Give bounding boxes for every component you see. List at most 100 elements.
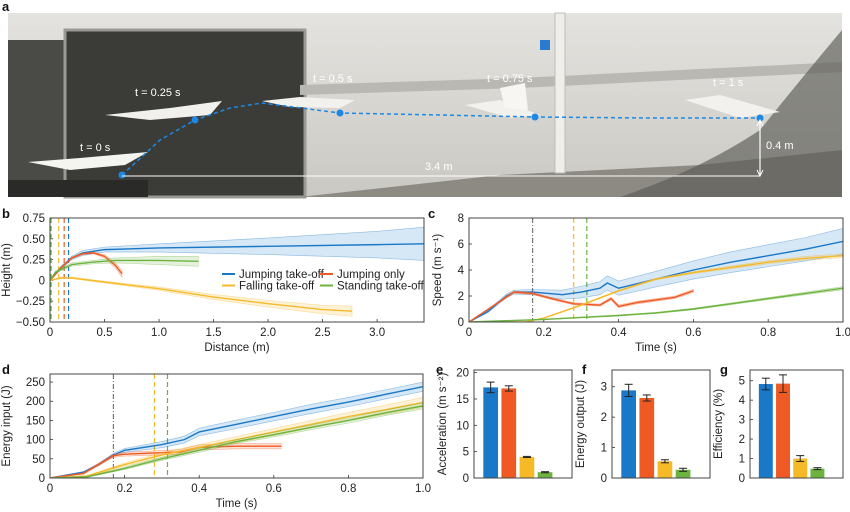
time-label-1: t = 1 s <box>713 77 744 89</box>
y-tick-label: 0 <box>601 473 607 485</box>
y-tick-label: 0.25 <box>23 255 45 267</box>
x-tick-label: 0.6 <box>266 483 282 495</box>
panel-label-g: g <box>720 362 728 377</box>
x-axis-label: Time (s) <box>216 498 258 510</box>
y-tick-label: 3 <box>739 415 745 427</box>
x-tick-label: 0.6 <box>685 327 701 339</box>
y-tick-label: 5 <box>463 447 469 459</box>
y-tick-label: 200 <box>26 396 45 408</box>
y-tick-label: 250 <box>26 377 45 389</box>
y-tick-label: 0 <box>458 317 464 329</box>
x-tick-label: 1.0 <box>415 483 431 495</box>
plot-area <box>469 218 843 322</box>
panel-label-d: d <box>2 362 10 377</box>
y-tick-label: −0.50 <box>16 317 45 329</box>
y-tick-label: 0 <box>739 473 745 485</box>
legend-label: Jumping only <box>337 269 405 281</box>
plot-frame <box>473 369 573 479</box>
y-tick-label: 6 <box>458 239 464 251</box>
y-axis-label: Energy output (J) <box>575 380 587 468</box>
bar-standing-take-off <box>537 472 553 478</box>
y-tick-label: 0 <box>39 275 45 287</box>
confidence-band <box>469 228 843 322</box>
panel-label-f: f <box>582 362 587 377</box>
y-axis-label: Energy input (J) <box>1 385 13 466</box>
y-tick-label: 100 <box>26 435 45 447</box>
plot-frame <box>49 373 424 479</box>
x-tick-label: 1.0 <box>151 327 167 339</box>
y-tick-label: −0.25 <box>16 296 45 308</box>
plot-area <box>50 218 424 322</box>
series-line-jumping-only <box>50 252 123 281</box>
plot-frame <box>468 217 844 323</box>
y-tick-label: 15 <box>456 394 469 406</box>
bar-jumping-take-off <box>621 390 637 478</box>
y-tick-label: 2 <box>739 434 745 446</box>
x-tick-label: 0 <box>47 483 53 495</box>
y-tick-label: 0.50 <box>23 234 45 246</box>
series-line-standing-take-off <box>50 259 199 281</box>
bar-standing-take-off <box>675 469 691 478</box>
y-axis-label: Efficiency (%) <box>713 389 725 459</box>
y-axis-label: Height (m) <box>1 243 13 297</box>
x-tick-label: 2.5 <box>315 327 331 339</box>
panel-label-c: c <box>428 206 435 221</box>
time-label-075: t = 0.75 s <box>487 73 533 85</box>
x-tick-label: 0.8 <box>760 327 776 339</box>
x-tick-label: 0.2 <box>536 327 552 339</box>
y-tick-label: 2 <box>458 291 464 303</box>
bar-falling-take-off <box>657 461 673 478</box>
y-tick-label: 3 <box>601 382 607 394</box>
panel-label-a: a <box>2 0 10 14</box>
plot-area <box>50 374 423 478</box>
height-label: 0.4 m <box>766 140 794 152</box>
panel-label-b: b <box>2 206 10 221</box>
x-tick-label: 0.4 <box>611 327 628 339</box>
y-tick-label: 8 <box>458 213 464 225</box>
bar-falling-take-off <box>519 456 535 478</box>
confidence-band <box>50 226 424 281</box>
y-tick-label: 0.75 <box>23 213 45 225</box>
y-tick-label: 1 <box>739 454 745 466</box>
x-tick-label: 0.4 <box>191 483 208 495</box>
legend-label: Falling take-off <box>239 281 315 293</box>
chart-f: 0 1 2 3 Energy output (J) <box>575 369 711 485</box>
series-line-falling-take-off <box>50 401 423 478</box>
time-label-0: t = 0 s <box>80 142 111 154</box>
plot-frame <box>49 217 425 323</box>
y-tick-label: 0 <box>463 473 469 485</box>
series-line-falling-take-off <box>50 277 353 312</box>
y-tick-label: 1 <box>601 443 607 455</box>
x-tick-label: 0 <box>47 327 53 339</box>
x-tick-label: 1.5 <box>206 327 222 339</box>
flight-photo: t = 0 s t = 0.25 s t = 0.5 s t = 0.75 s … <box>8 12 842 199</box>
y-tick-label: 2 <box>601 412 607 424</box>
legend-label: Standing take-off <box>337 281 425 293</box>
x-tick-label: 0 <box>466 327 472 339</box>
plot-frame <box>749 369 844 479</box>
series-line-jumping-only <box>469 290 694 322</box>
y-tick-label: 150 <box>26 415 45 427</box>
y-axis-label: Speed (m s⁻¹) <box>432 234 444 307</box>
x-tick-label: 0.8 <box>340 483 356 495</box>
time-label-025: t = 0.25 s <box>135 87 181 99</box>
confidence-band <box>50 381 423 478</box>
plot-frame <box>611 369 711 479</box>
bar-jumping-only <box>639 397 655 478</box>
legend-label: Jumping take-off <box>239 269 325 281</box>
x-tick-label: 2.0 <box>260 327 276 339</box>
panel-label-e: e <box>436 362 443 377</box>
bar-jumping-take-off <box>483 387 499 478</box>
y-tick-label: 10 <box>456 420 469 432</box>
y-tick-label: 4 <box>739 395 746 407</box>
distance-label: 3.4 m <box>425 161 453 173</box>
x-tick-label: 0.5 <box>97 327 113 339</box>
y-tick-label: 0 <box>39 473 45 485</box>
series-line-jumping-only <box>50 445 282 478</box>
x-axis-label: Distance (m) <box>204 342 269 354</box>
bar-jumping-only <box>501 388 517 478</box>
bar-jumping-only <box>776 383 790 478</box>
